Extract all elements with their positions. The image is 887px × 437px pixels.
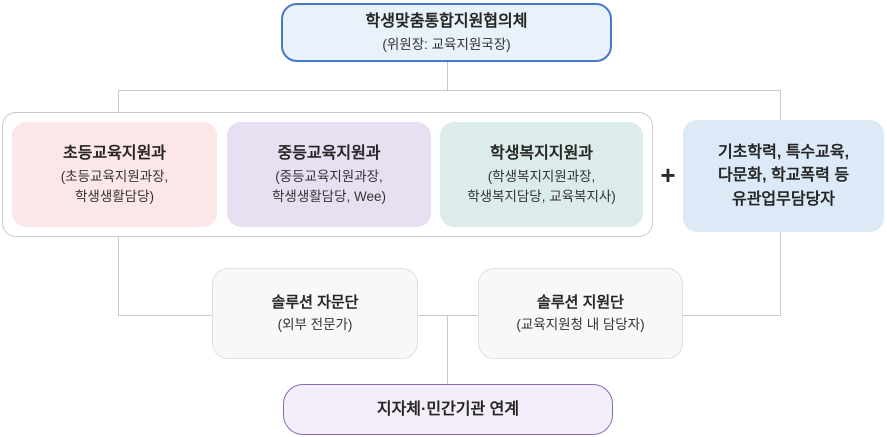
dept-secondary-title: 중등교육지원과	[277, 144, 381, 162]
dept-elementary-box: 초등교육지원과 (초등교육지원과장, 학생생활담당)	[12, 122, 217, 227]
solution-support-title: 솔루션 지원단	[537, 293, 624, 311]
solution-support-box: 솔루션 지원단 (교육지원청 내 담당자)	[478, 268, 683, 359]
solution-support-subtitle: (교육지원청 내 담당자)	[516, 317, 645, 333]
linkage-title: 지자체·민간기관 연계	[376, 400, 520, 418]
solution-advisory-box: 솔루션 자문단 (외부 전문가)	[212, 268, 418, 359]
connector-middle-horizontal	[118, 315, 781, 316]
connector-top-vertical	[447, 62, 448, 90]
dept-welfare-title: 학생복지지원과	[489, 144, 594, 162]
dept-welfare-subtitle: (학생복지지원과장, 학생복지담당, 교육복지사)	[467, 168, 616, 205]
solution-advisory-subtitle: (외부 전문가)	[277, 317, 353, 333]
dept-elementary-subtitle: (초등교육지원과장, 학생생활담당)	[60, 168, 169, 205]
dept-elementary-title: 초등교육지원과	[62, 144, 167, 162]
connector-top-horizontal	[118, 90, 781, 91]
dept-welfare-box: 학생복지지원과 (학생복지지원과장, 학생복지담당, 교육복지사)	[440, 122, 643, 227]
related-staff-title: 기초학력, 특수교육, 다문화, 학교폭력 등 유관업무담당자	[717, 144, 850, 208]
dept-secondary-box: 중등교육지원과 (중등교육지원과장, 학생생활담당, Wee)	[227, 122, 431, 227]
solution-advisory-title: 솔루션 자문단	[271, 293, 359, 311]
council-title: 학생맞춤통합지원협의체	[365, 12, 528, 30]
dept-secondary-subtitle: (중등교육지원과장, 학생생활담당, Wee)	[271, 168, 387, 205]
linkage-box: 지자체·민간기관 연계	[283, 384, 613, 435]
council-subtitle: (위원장: 교육지원국장)	[382, 36, 511, 52]
related-staff-box: 기초학력, 특수교육, 다문화, 학교폭력 등 유관업무담당자	[683, 120, 884, 232]
council-box: 학생맞춤통합지원협의체 (위원장: 교육지원국장)	[281, 3, 612, 62]
connector-bottom-vertical	[447, 315, 448, 384]
plus-sign: +	[660, 159, 676, 190]
